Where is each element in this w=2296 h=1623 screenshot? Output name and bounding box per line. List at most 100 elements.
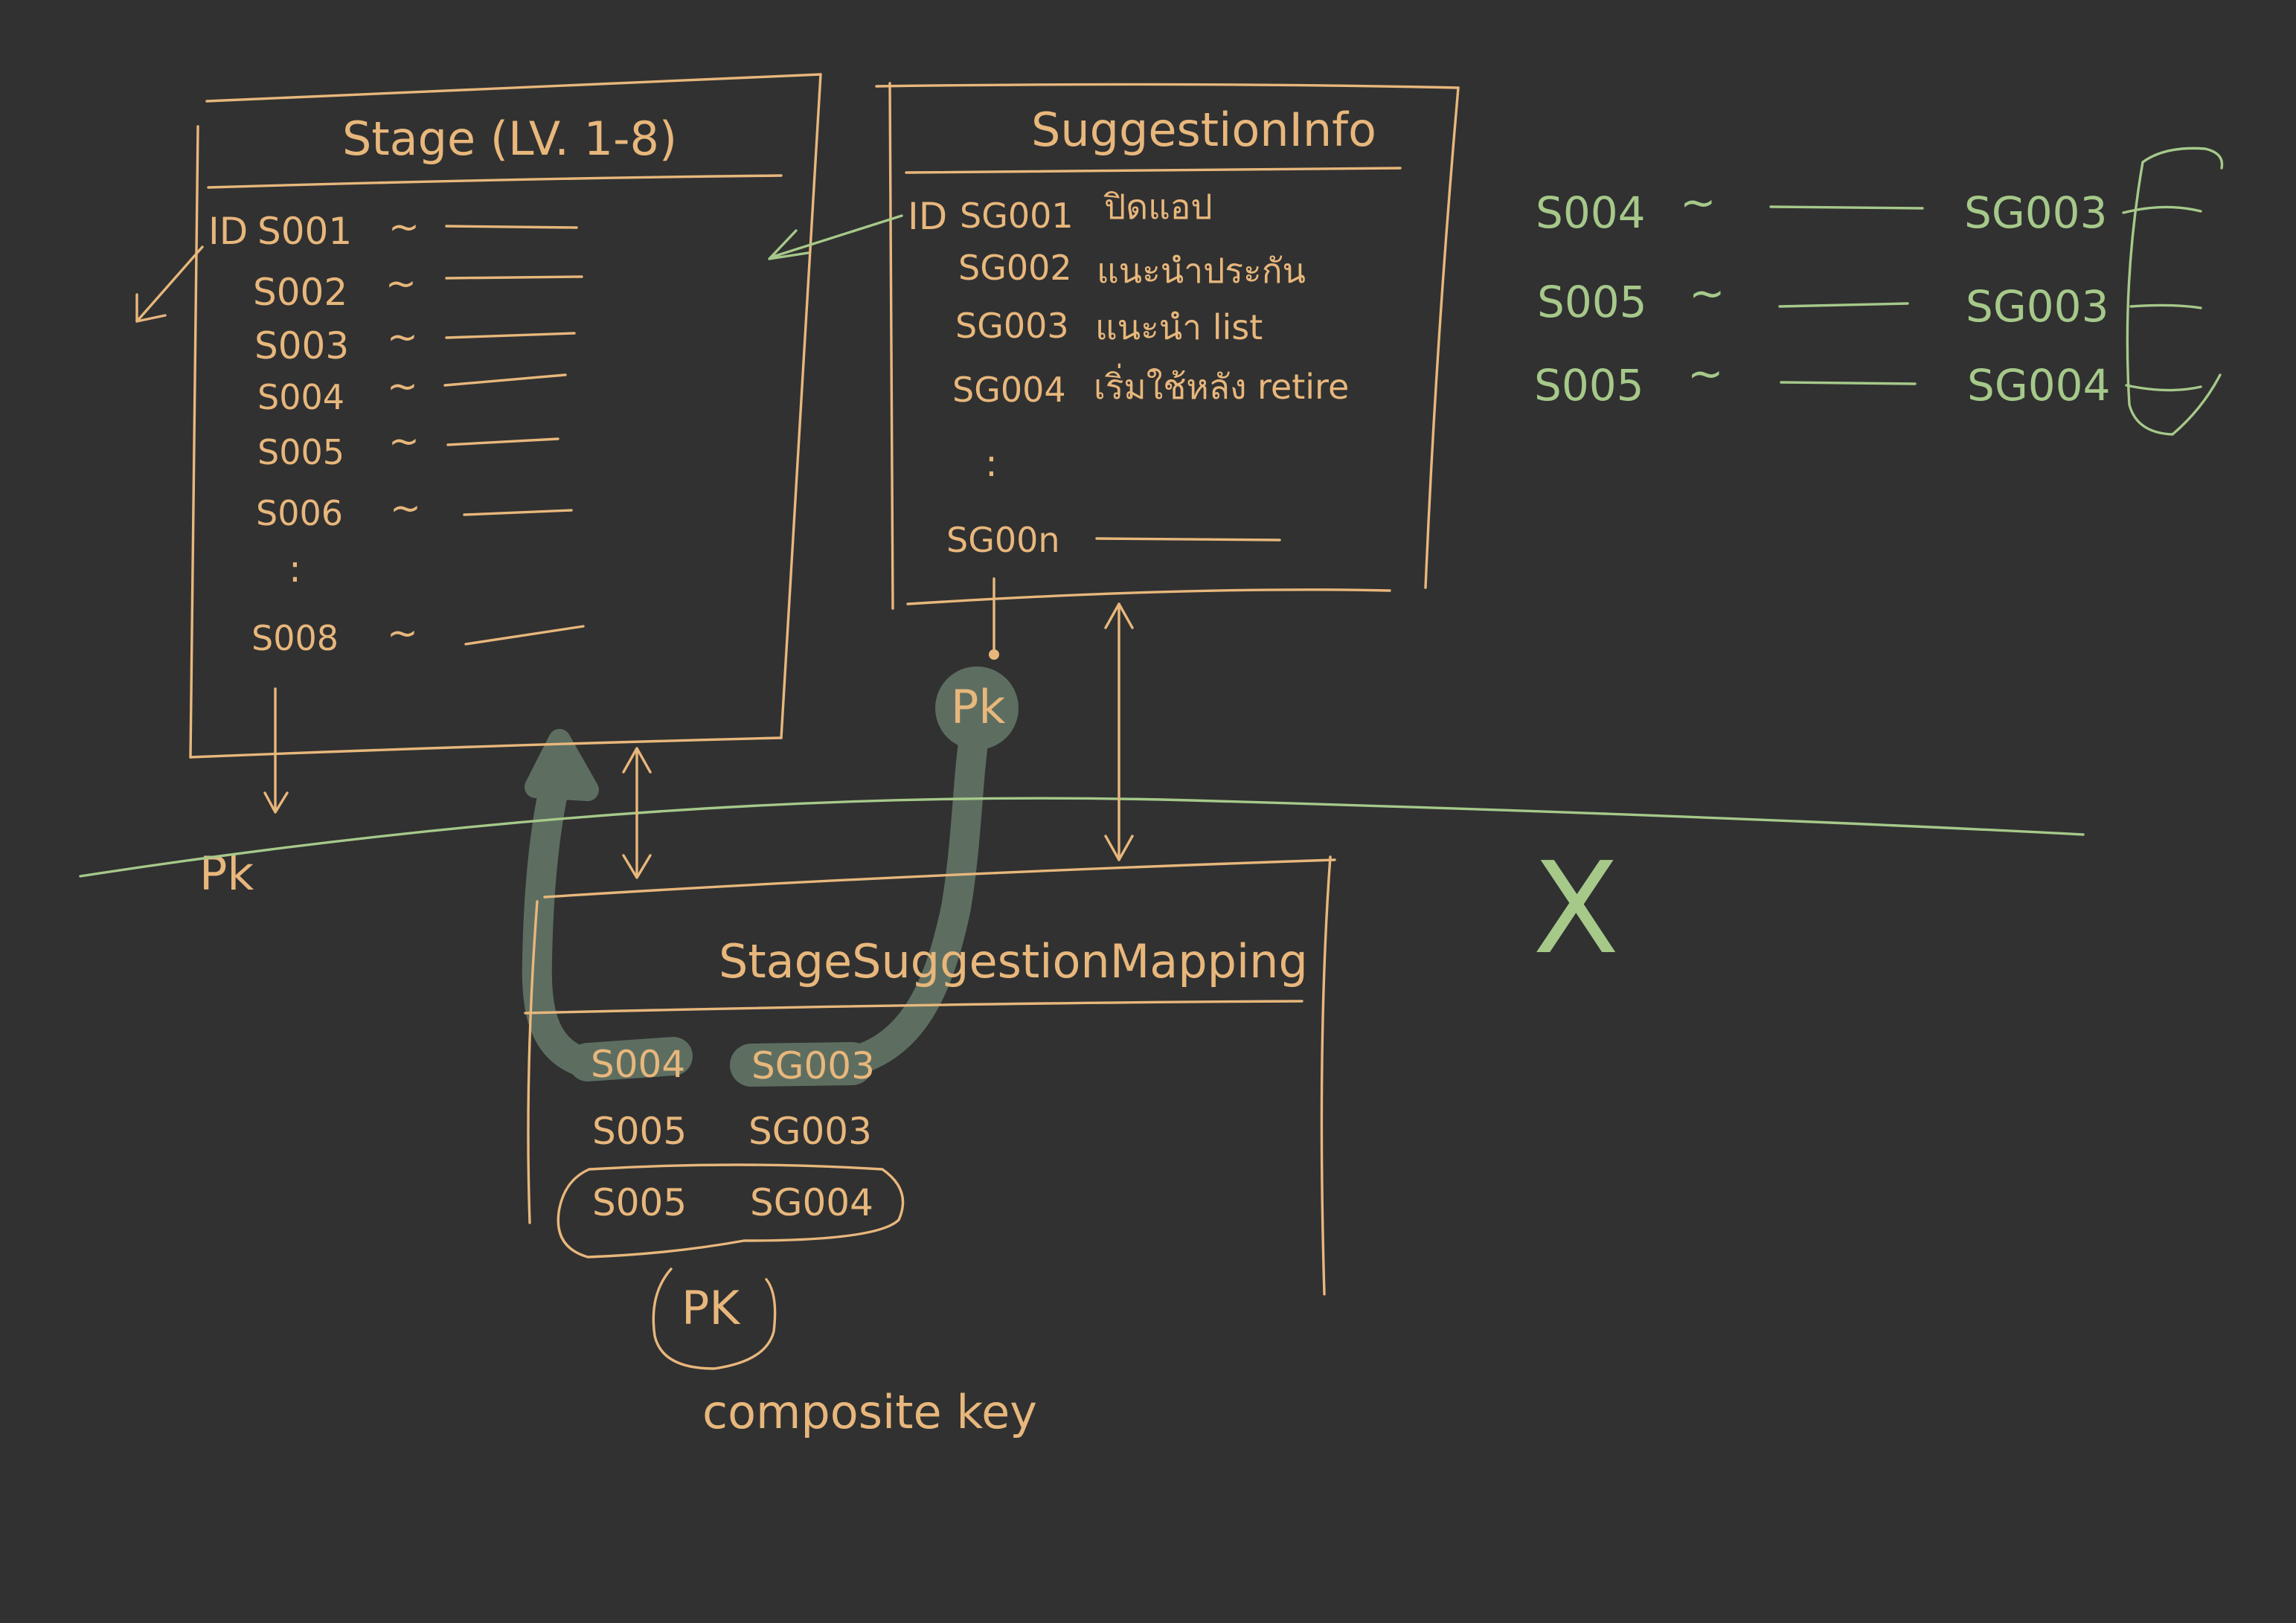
stage-row-tilde: ~: [390, 486, 421, 530]
suggestion-pk-dot: [989, 649, 999, 660]
suggestion-row: SG003 แนะนำ list: [955, 306, 1263, 347]
stage-table-bottom-border: [189, 736, 783, 759]
stage-table-left-border: [189, 125, 199, 759]
joined-row-result-line: [2122, 205, 2202, 214]
joined-row-stage: S005: [1537, 277, 1647, 327]
stage-row-value-line: [445, 332, 576, 339]
stage-table-right-border: [780, 73, 822, 739]
relation-arrows: [622, 602, 1134, 879]
suggestion-row-value-line: [1095, 537, 1281, 541]
mapping-table: StageSuggestionMapping S004 SG003 S005 S…: [524, 855, 1336, 1296]
mapping-row: S004 SG003: [591, 1043, 875, 1087]
stage-table-header-divider: [207, 174, 783, 189]
joined-row-result-line: [2129, 303, 2202, 309]
cross-mark: X: [1533, 835, 1619, 983]
stage-row-id: S005: [257, 432, 344, 472]
suggestion-table-title: SuggestionInfo: [1031, 103, 1376, 157]
joined-row-suggestion: SG004: [1967, 360, 2110, 411]
suggestion-ellipsis: :: [985, 442, 998, 485]
stage-row: S005 ~: [257, 420, 559, 472]
highlight-arrowhead: [525, 729, 599, 801]
joined-row: S005 ~ SG004: [1534, 348, 2202, 411]
composite-key-loop: [557, 1163, 905, 1259]
suggestion-to-stage-arrow: [769, 214, 903, 259]
stage-row-tilde: ~: [387, 611, 418, 655]
highlight-link-to-pk: [818, 718, 990, 1080]
stage-pk-indicator: Pk: [199, 687, 289, 901]
joined-row-tilde: ~: [1687, 348, 1724, 399]
joined-row-tilde: ~: [1680, 177, 1716, 228]
mapping-row-stage: S005: [592, 1181, 687, 1224]
stage-row-value-line: [446, 437, 559, 446]
stage-row: S001 ~: [257, 205, 578, 253]
stage-row-value-line: [445, 225, 578, 229]
joined-row-result-line: [2125, 384, 2202, 392]
suggestion-id-label: ID: [908, 195, 947, 238]
mapping-table-right-border: [1320, 855, 1332, 1296]
stage-row: S008 ~: [251, 611, 585, 658]
highlight-pk-circle: [935, 666, 1019, 750]
stage-pk-arrowhead: [263, 791, 289, 814]
stage-table-top-border: [205, 73, 822, 103]
stage-outgoing-arrowhead: [135, 293, 167, 323]
suggestion-mapping-arrowhead-bottom: [1104, 835, 1134, 861]
stage-row-value-line: [445, 275, 583, 280]
suggestion-mapping-arrowhead-top: [1104, 602, 1134, 629]
joined-row: S004 ~ SG003: [1536, 177, 2202, 238]
suggestion-table-top-border: [875, 83, 1460, 89]
joined-row-suggestion: SG003: [1964, 187, 2107, 238]
suggestion-to-stage-arrowhead: [768, 229, 809, 260]
stage-id-label: ID: [208, 210, 248, 253]
joined-example: S004 ~ SG003 S005 ~ SG003 S005 ~ SG004: [1534, 147, 2224, 436]
mapping-row: S005 SG003: [592, 1110, 872, 1153]
suggestion-row-id: SG001: [960, 196, 1074, 236]
mapping-table-top-border: [543, 858, 1336, 899]
stage-mapping-arrowhead-bottom: [622, 854, 652, 879]
stage-row-tilde: ~: [387, 364, 418, 408]
mapping-row-stage: S005: [592, 1110, 687, 1153]
suggestion-row: SG00n: [946, 520, 1281, 560]
stage-table: Stage (LV. 1-8) ID S001 ~ S002 ~ S003 ~ …: [135, 73, 822, 759]
suggestion-table-left-border: [888, 82, 894, 610]
mapping-row-suggestion: SG004: [750, 1181, 873, 1224]
stage-row: S006 ~: [256, 486, 573, 533]
suggestion-row-text: ปิดแอป: [1103, 187, 1213, 227]
suggestion-row-id: SG002: [958, 248, 1072, 288]
suggestion-pk-indicator: Pk: [951, 577, 1005, 734]
stage-row: S003 ~: [254, 315, 576, 367]
joined-row-tilde: ~: [1689, 268, 1725, 318]
stage-row-tilde: ~: [388, 420, 420, 463]
suggestion-row: SG002 แนะนำประกัน: [958, 248, 1306, 291]
suggestion-table: SuggestionInfo ID SG001 ปิดแอป SG002 แนะ…: [768, 82, 1460, 610]
stage-row-tilde: ~: [388, 205, 420, 248]
stage-row: S004 ~: [257, 364, 567, 417]
joined-row-stage: S004: [1536, 187, 1646, 238]
mapping-row: S005 SG004: [592, 1181, 873, 1224]
stage-row: S002 ~: [253, 262, 583, 314]
highlight-arrow-to-stage: [522, 751, 610, 1080]
mapping-row-suggestion: SG003: [751, 1044, 875, 1087]
joined-row: S005 ~ SG003: [1537, 268, 2202, 332]
stage-table-title: Stage (LV. 1-8): [342, 112, 677, 166]
stage-mapping-arrowhead-top: [622, 747, 652, 774]
stage-row-id: S008: [251, 618, 339, 658]
stage-row-id: S002: [253, 271, 347, 314]
suggestion-table-right-border: [1424, 86, 1460, 589]
mapping-pk-label: PK: [682, 1281, 740, 1335]
stage-outgoing-arrow: [135, 245, 204, 323]
suggestion-row-id: SG003: [955, 306, 1069, 346]
suggestion-row-text: แนะนำประกัน: [1097, 251, 1306, 291]
stage-row-id: S003: [254, 324, 349, 367]
suggestion-row: SG004 เริ่มใช้หลัง retire: [952, 363, 1349, 410]
joined-row-value-line: [1769, 205, 1924, 210]
stage-row-value-line: [463, 509, 573, 516]
stage-row-value-line: [443, 373, 567, 387]
suggestion-row-id: SG00n: [946, 520, 1060, 560]
joined-row-value-line: [1780, 381, 1917, 385]
joined-row-value-line: [1778, 302, 1909, 308]
suggestion-row-text: แนะนำ list: [1095, 307, 1263, 347]
stage-row-id: S001: [257, 210, 352, 253]
joined-row-stage: S005: [1534, 360, 1644, 411]
suggestion-table-bottom-border: [906, 588, 1391, 605]
